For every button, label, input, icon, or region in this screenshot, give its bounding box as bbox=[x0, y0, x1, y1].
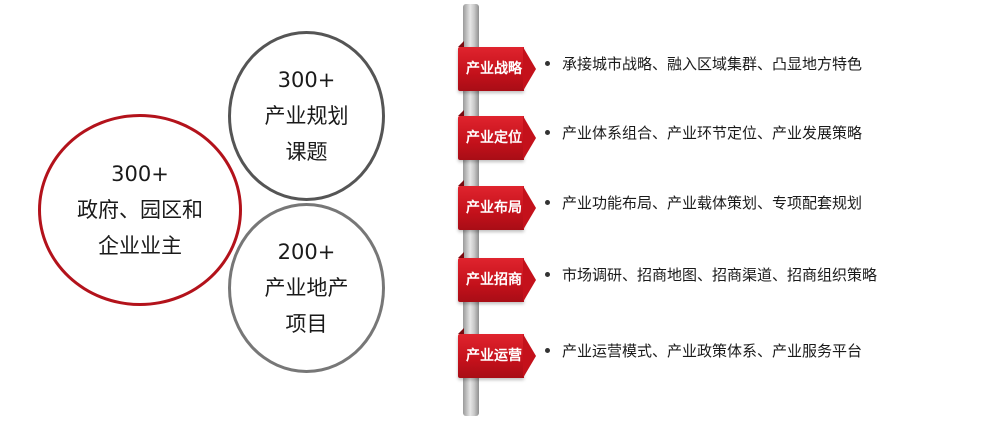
tag-label: 产业战略 bbox=[466, 61, 522, 77]
tag-label: 产业定位 bbox=[466, 130, 522, 146]
circle-top-count: 300+ bbox=[277, 68, 336, 92]
tag-label: 产业运营 bbox=[466, 348, 522, 364]
circle-planning-projects: 300+ 产业规划 课题 bbox=[228, 31, 385, 201]
tag-industry-operation: 产业运营 bbox=[458, 328, 536, 378]
item-description: 产业运营模式、产业政策体系、产业服务平台 bbox=[562, 342, 863, 360]
bullet-icon bbox=[545, 272, 550, 277]
item-description: 承接城市战略、融入区域集群、凸显地方特色 bbox=[562, 55, 863, 73]
circle-bottom-sub: 项目 bbox=[285, 312, 328, 336]
item-description: 产业体系组合、产业环节定位、产业发展策略 bbox=[562, 124, 863, 142]
bullet-icon bbox=[545, 130, 550, 135]
item-description: 产业功能布局、产业载体策划、专项配套规划 bbox=[562, 194, 863, 212]
circle-bottom-label: 产业地产 bbox=[264, 276, 349, 300]
tag-industry-layout: 产业布局 bbox=[458, 180, 536, 230]
tag-label: 产业布局 bbox=[466, 200, 522, 216]
circle-real-estate-projects: 200+ 产业地产 项目 bbox=[228, 203, 385, 373]
list-item: 产业定位 产业体系组合、产业环节定位、产业发展策略 bbox=[0, 110, 1000, 166]
circle-top-label: 产业规划 bbox=[264, 104, 349, 128]
list-item: 产业运营 产业运营模式、产业政策体系、产业服务平台 bbox=[0, 328, 1000, 384]
list-item: 产业布局 产业功能布局、产业载体策划、专项配套规划 bbox=[0, 180, 1000, 236]
circle-top-sub: 课题 bbox=[285, 140, 328, 164]
bullet-icon bbox=[545, 61, 550, 66]
tag-investment-attraction: 产业招商 bbox=[458, 252, 536, 302]
circle-left-sub: 企业业主 bbox=[98, 234, 182, 258]
bullet-icon bbox=[545, 200, 550, 205]
circle-clients: 300+ 政府、园区和 企业业主 bbox=[38, 114, 242, 306]
circle-left-count: 300+ bbox=[111, 162, 169, 186]
bullet-icon bbox=[545, 348, 550, 353]
item-description: 市场调研、招商地图、招商渠道、招商组织策略 bbox=[562, 266, 878, 284]
tag-label: 产业招商 bbox=[466, 272, 522, 288]
circle-bottom-count: 200+ bbox=[277, 240, 336, 264]
tag-industry-positioning: 产业定位 bbox=[458, 110, 536, 160]
list-item: 产业战略 承接城市战略、融入区域集群、凸显地方特色 bbox=[0, 41, 1000, 97]
tag-industry-strategy: 产业战略 bbox=[458, 41, 536, 91]
list-item: 产业招商 市场调研、招商地图、招商渠道、招商组织策略 bbox=[0, 252, 1000, 308]
circle-left-label: 政府、园区和 bbox=[77, 198, 203, 222]
